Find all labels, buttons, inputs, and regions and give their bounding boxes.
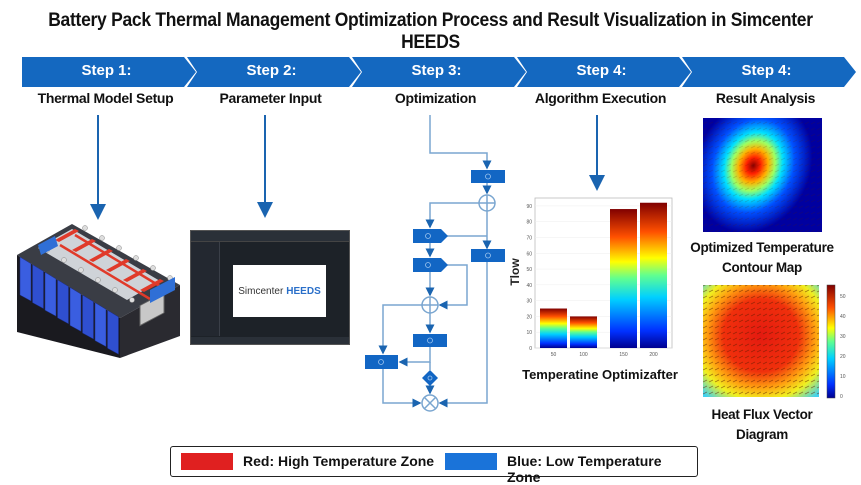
step-title: Algorithm Execution — [534, 90, 667, 106]
busbar — [140, 279, 164, 292]
x-tick-label: 50 — [551, 352, 557, 358]
page-title: Battery Pack Thermal Management Optimiza… — [48, 10, 813, 53]
battery-cell — [57, 279, 69, 325]
optimization-flowchart — [365, 115, 505, 412]
step-label: Step 1: — [81, 62, 132, 79]
step-title: Optimization — [394, 90, 477, 106]
step-title: Thermal Model Setup — [37, 90, 174, 106]
legend-low-label: Blue: Low Temperature Zone — [507, 453, 662, 485]
step-label: Step 2: — [246, 62, 297, 79]
x-tick-label: 200 — [649, 352, 658, 358]
battery-cell — [32, 264, 44, 310]
y-tick-label: 60 — [526, 251, 532, 257]
legend: Red: High Temperature Zone Blue: Low Tem… — [170, 446, 698, 485]
x-tick-label: 150 — [619, 352, 628, 358]
battery-cell — [107, 309, 119, 355]
contour-caption: Optimized Temperature Contour Map — [682, 238, 842, 278]
y-tick-label: 0 — [529, 346, 532, 352]
step-label: Step 4: — [741, 62, 792, 79]
step-title: Result Analysis — [715, 90, 816, 106]
step-title: Parameter Input — [219, 90, 322, 106]
step-chevron — [22, 57, 196, 87]
y-axis-label: Tlow — [508, 258, 522, 286]
y-tick-label: 40 — [526, 283, 532, 289]
flow-node-boxes — [365, 170, 505, 386]
legend-high-label: Red: High Temperature Zone — [243, 453, 435, 469]
caption-line: Diagram — [736, 427, 788, 442]
colorbar-tick: 0 — [840, 394, 843, 400]
step-chevron — [517, 57, 691, 87]
step-chevron — [352, 57, 526, 87]
battery-cell — [82, 294, 94, 340]
bar-chart: 0 10 20 30 40 50 60 70 80 90 50 100 150 200 Tlow Temp… — [508, 197, 678, 382]
software-name-accent: HEEDS — [286, 285, 321, 297]
caption-line: Heat Flux Vector — [711, 407, 813, 422]
step-label: Step 4: — [576, 62, 627, 79]
bar — [570, 316, 597, 348]
busbar — [55, 229, 79, 242]
bar — [540, 308, 567, 348]
y-tick-label: 30 — [526, 299, 532, 305]
busbar — [123, 269, 147, 282]
step-chevron — [187, 57, 361, 87]
step-label: Step 3: — [411, 62, 462, 79]
colorbar-tick: 40 — [840, 314, 846, 320]
caption-line: Optimized Temperature — [690, 240, 834, 255]
software-name: Simcenter — [238, 285, 284, 297]
caption-line: Contour Map — [722, 260, 802, 275]
y-tick-label: 90 — [526, 204, 532, 210]
legend-swatch-blue — [445, 453, 497, 470]
colorbar-tick: 50 — [840, 294, 846, 300]
x-axis-label: Temperatine Optimizafter — [522, 367, 678, 382]
colorbar-tick: 20 — [840, 354, 846, 360]
y-tick-label: 20 — [526, 314, 532, 320]
legend-swatch-red — [181, 453, 233, 470]
y-tick-label: 10 — [526, 330, 532, 336]
bar — [610, 209, 637, 348]
busbar — [72, 239, 96, 252]
y-tick-label: 50 — [526, 267, 532, 273]
x-tick-label: 100 — [579, 352, 588, 358]
y-tick-label: 80 — [526, 220, 532, 226]
step-banner — [22, 57, 856, 87]
y-tick-label: 70 — [526, 235, 532, 241]
battery-cell — [19, 256, 32, 302]
colorbar-tick: 30 — [840, 334, 846, 340]
step-chevron — [682, 57, 856, 87]
vector-caption: Heat Flux Vector Diagram — [682, 405, 842, 445]
flow-node-merge — [421, 194, 496, 412]
bar — [640, 202, 667, 348]
colorbar — [826, 284, 836, 399]
battery-cell — [69, 286, 82, 332]
busbar — [106, 259, 130, 272]
colorbar-tick: 10 — [840, 374, 846, 380]
battery-pack-model — [17, 224, 180, 358]
battery-cell — [94, 302, 107, 348]
battery-cell — [44, 271, 57, 317]
busbar — [89, 249, 113, 262]
